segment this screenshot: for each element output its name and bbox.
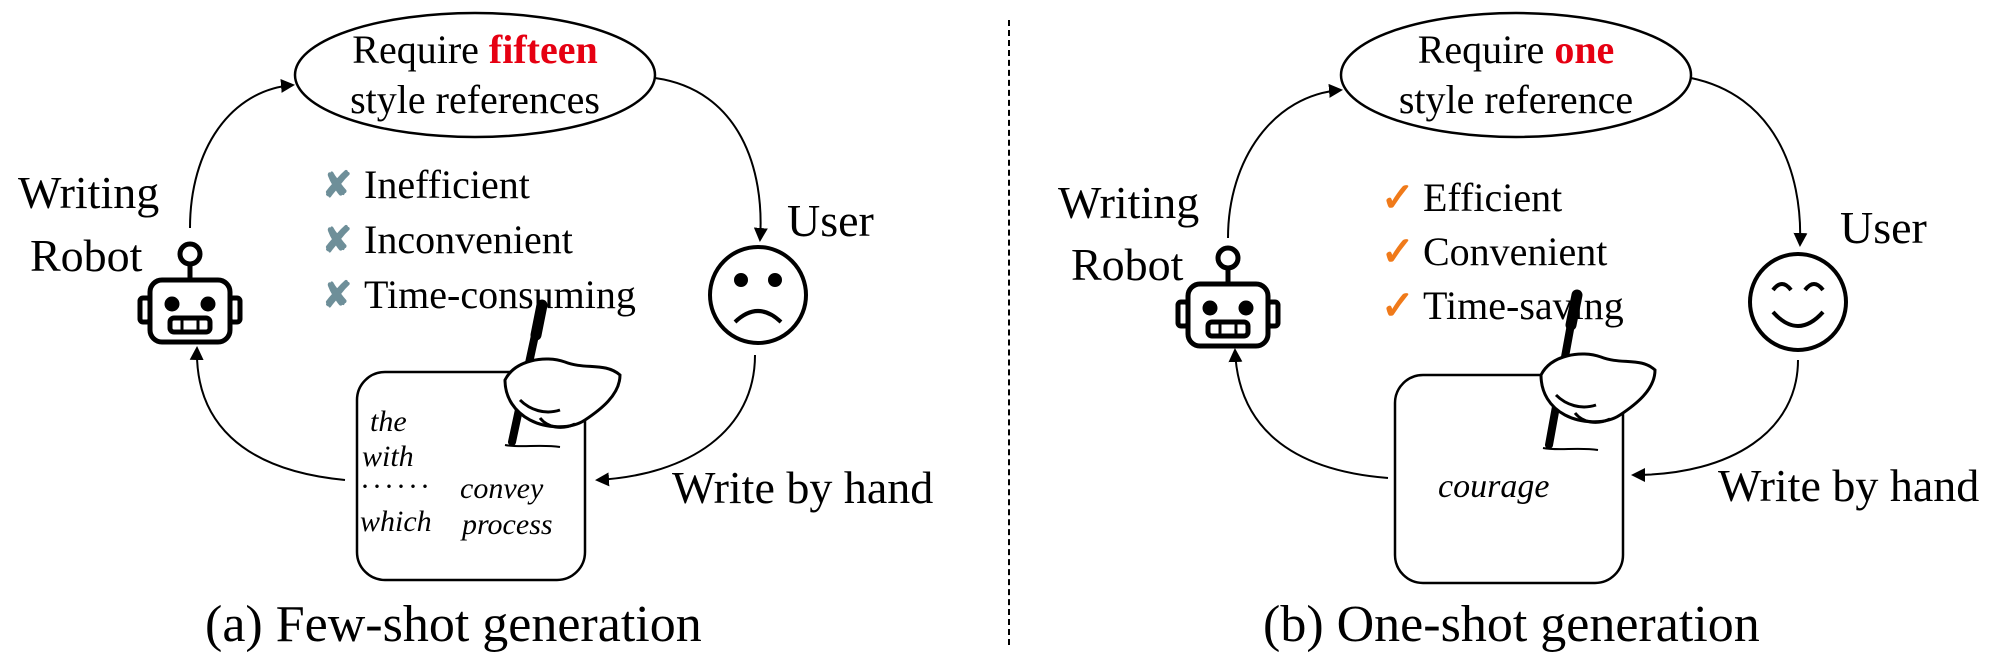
arrow-user-to-paper	[1631, 359, 1799, 482]
check-icon: ✓	[1381, 175, 1415, 220]
check-icon: ✓	[1381, 229, 1415, 274]
sample-ellipsis: ······	[360, 470, 432, 503]
arrow-paper-to-robot	[189, 346, 346, 481]
sample-word: convey	[460, 472, 544, 505]
arrow-robot-to-ellipse	[1227, 83, 1343, 239]
robot-label-line2: Robot	[1071, 239, 1184, 290]
arrow-robot-to-ellipse	[189, 78, 295, 229]
requirement-highlight: one	[1554, 27, 1615, 72]
sample-word: process	[462, 508, 553, 541]
drawback-label: Time-consuming	[364, 272, 636, 317]
caption-one-shot: (b) One-shot generation	[1263, 596, 1760, 653]
user-label: User	[1840, 202, 1927, 253]
arrow-ellipse-to-user	[654, 77, 768, 242]
smile-face-icon	[1748, 252, 1848, 352]
benefit-label: Time-saving	[1423, 283, 1624, 328]
sample-word: the	[370, 405, 407, 438]
benefit-item: ✓ Time-saving	[1381, 286, 1624, 326]
requirement-prefix: Require	[352, 27, 479, 72]
drawback-label: Inconvenient	[364, 217, 573, 262]
hand-pen-icon	[1539, 289, 1657, 451]
panel-one-shot: Require one style reference Writing Robo…	[1003, 0, 2003, 654]
panel-a-diagram	[137, 11, 808, 582]
sample-word: courage	[1438, 468, 1550, 505]
drawback-item: ✘ Inconvenient	[322, 220, 573, 260]
requirement-prefix: Require	[1417, 27, 1545, 72]
sample-word: with	[362, 440, 414, 473]
sad-face-icon	[708, 245, 808, 345]
hand-pen-icon	[503, 299, 622, 448]
write-by-hand-label: Write by hand	[1718, 460, 1980, 511]
requirement-ellipse	[293, 11, 657, 139]
requirement-highlight: fifteen	[488, 27, 598, 72]
cross-icon: ✘	[322, 220, 353, 260]
handwriting-paper	[1393, 373, 1625, 585]
benefit-label: Convenient	[1423, 229, 1608, 274]
robot-icon	[1175, 245, 1281, 349]
panel-divider	[1008, 20, 1010, 645]
benefit-item: ✓ Convenient	[1381, 232, 1607, 272]
arrow-paper-to-robot	[1228, 348, 1389, 479]
robot-label-line1: Writing	[1058, 177, 1200, 228]
requirement-ellipse	[1339, 11, 1693, 139]
sample-word: which	[360, 505, 432, 538]
requirement-line2: style references	[350, 77, 600, 122]
write-by-hand-label: Write by hand	[672, 462, 934, 513]
requirement-text: Require fifteen style references	[295, 25, 655, 125]
caption-few-shot: (a) Few-shot generation	[205, 596, 702, 653]
cross-icon: ✘	[322, 165, 353, 205]
robot-label-line1: Writing	[18, 167, 160, 218]
check-icon: ✓	[1381, 283, 1415, 328]
drawback-item: ✘ Time-consuming	[322, 275, 636, 315]
robot-label-line2: Robot	[30, 230, 143, 281]
drawback-label: Inefficient	[364, 162, 530, 207]
arrow-user-to-paper	[595, 354, 756, 487]
benefit-label: Efficient	[1423, 175, 1563, 220]
requirement-text: Require one style reference	[1341, 25, 1691, 125]
user-label: User	[787, 195, 874, 246]
panel-few-shot: Require fifteen style references Writing…	[0, 0, 1000, 654]
panel-b-diagram	[1175, 11, 1848, 585]
handwriting-paper	[355, 370, 587, 582]
cross-icon: ✘	[322, 275, 353, 315]
benefit-item: ✓ Efficient	[1381, 178, 1562, 218]
requirement-line2: style reference	[1398, 77, 1634, 122]
robot-icon	[137, 241, 243, 345]
drawback-item: ✘ Inefficient	[322, 165, 530, 205]
arrow-ellipse-to-user	[1690, 77, 1808, 247]
